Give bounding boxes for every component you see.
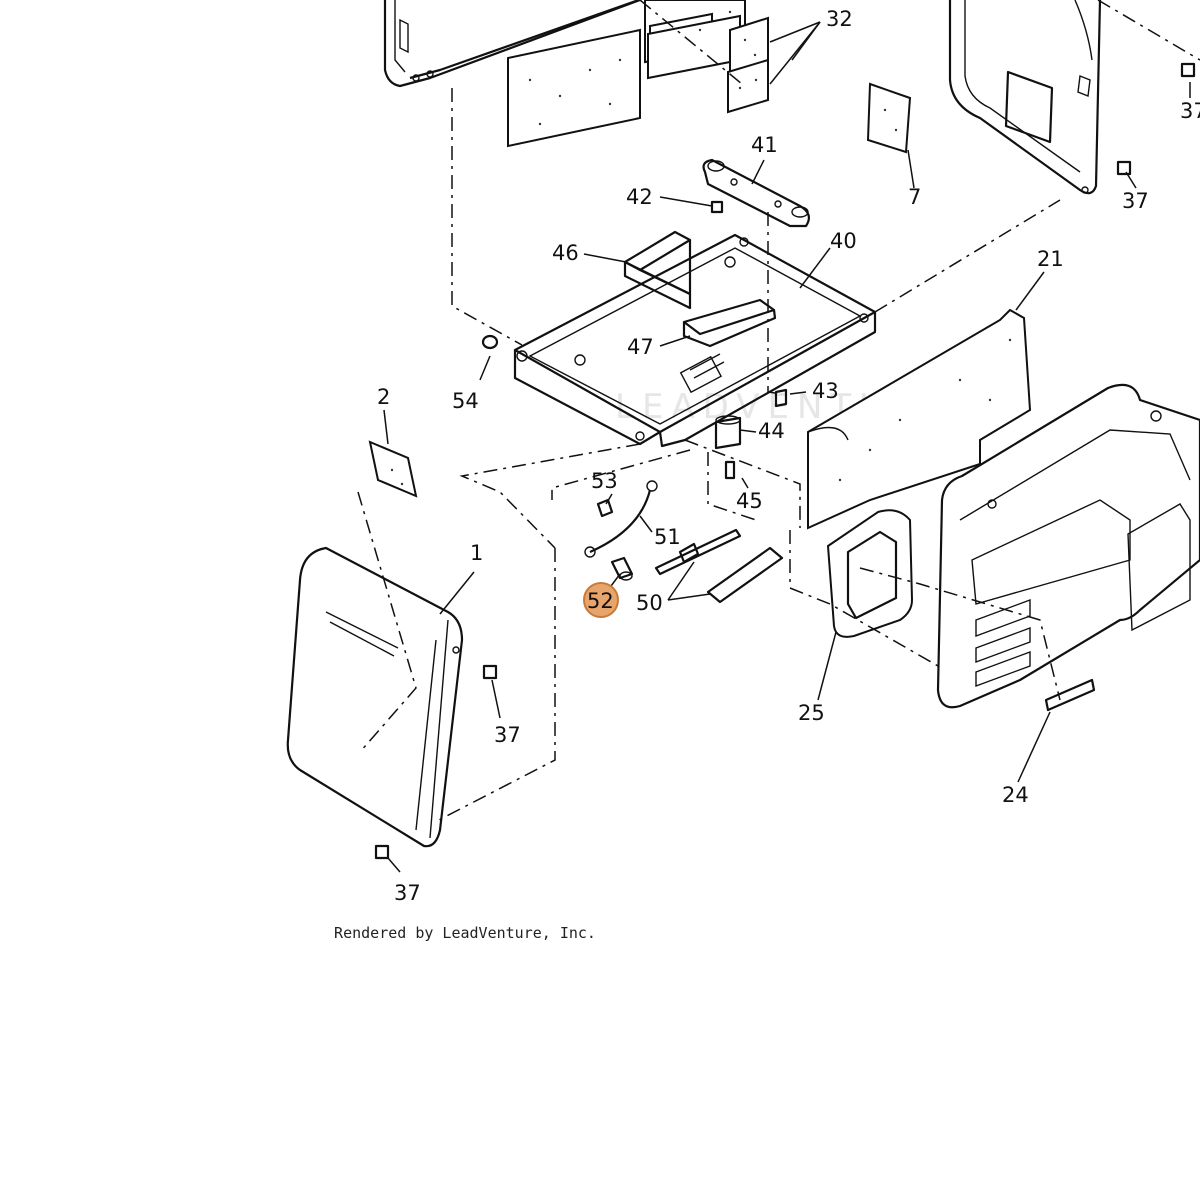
callout-47[interactable]: 47 [627,335,654,359]
callout-52[interactable]: 52 [587,589,614,613]
callout-41[interactable]: 41 [751,133,778,157]
callout-32[interactable]: 32 [826,7,853,31]
gasket-frame-25 [826,509,914,638]
felt-pad-2 [368,440,418,498]
nut-54 [481,334,499,350]
callout-42[interactable]: 42 [626,185,653,209]
label-plate-24 [1044,678,1096,712]
callout-1[interactable]: 1 [470,541,483,565]
callout-21[interactable]: 21 [1037,247,1064,271]
callout-37-bottom[interactable]: 37 [394,881,421,905]
callout-50[interactable]: 50 [636,591,663,615]
bolt-37-middle [482,664,498,680]
callout-46[interactable]: 46 [552,241,579,265]
callout-51[interactable]: 51 [654,525,681,549]
felt-pad-32-b [727,58,769,114]
felt-pad-large [507,28,641,148]
bolt-37-top-right [1180,62,1196,78]
ground-wire-51 [584,480,658,558]
nut-43 [774,388,788,408]
felt-pad-7 [866,82,912,154]
footer-credit: Rendered by LeadVenture, Inc. [334,924,596,942]
rubber-mount-bar-41 [702,158,811,228]
side-cover-1 [286,546,464,848]
bolt-37-bottom [374,844,390,860]
bolt-37-right [1116,160,1132,176]
callout-53[interactable]: 53 [591,469,618,493]
foam-47 [682,298,777,348]
leader-lines [383,21,1191,873]
foam-bar-46 [623,230,692,310]
callout-labels: 32 37 37 7 41 42 40 46 21 47 54 43 2 44 … [377,7,1200,905]
rubber-foot-44 [714,415,742,450]
callout-37-right[interactable]: 37 [1122,189,1149,213]
callout-2[interactable]: 2 [377,385,390,409]
callout-7[interactable]: 7 [908,185,921,209]
felt-panel-21 [807,308,1032,530]
callout-52-highlight[interactable] [583,582,619,618]
callout-40[interactable]: 40 [830,229,857,253]
callout-54[interactable]: 54 [452,389,479,413]
callout-37-middle[interactable]: 37 [494,723,521,747]
upper-right-cover-panel [948,0,1102,195]
callout-25[interactable]: 25 [798,701,825,725]
spark-plug-wrench-50 [654,528,784,604]
front-panel [936,383,1200,709]
callout-43[interactable]: 43 [812,379,839,403]
callout-44[interactable]: 44 [758,419,785,443]
upper-left-cover-panel [383,0,642,88]
bolt-42 [710,200,724,214]
callout-37-top-right[interactable]: 37 [1180,99,1200,123]
bolt-45 [724,460,736,480]
screw-53 [596,498,614,518]
assembly-guide-lines [357,0,1200,823]
callout-45[interactable]: 45 [736,489,763,513]
bolt-52 [610,556,634,581]
callout-24[interactable]: 24 [1002,783,1029,807]
